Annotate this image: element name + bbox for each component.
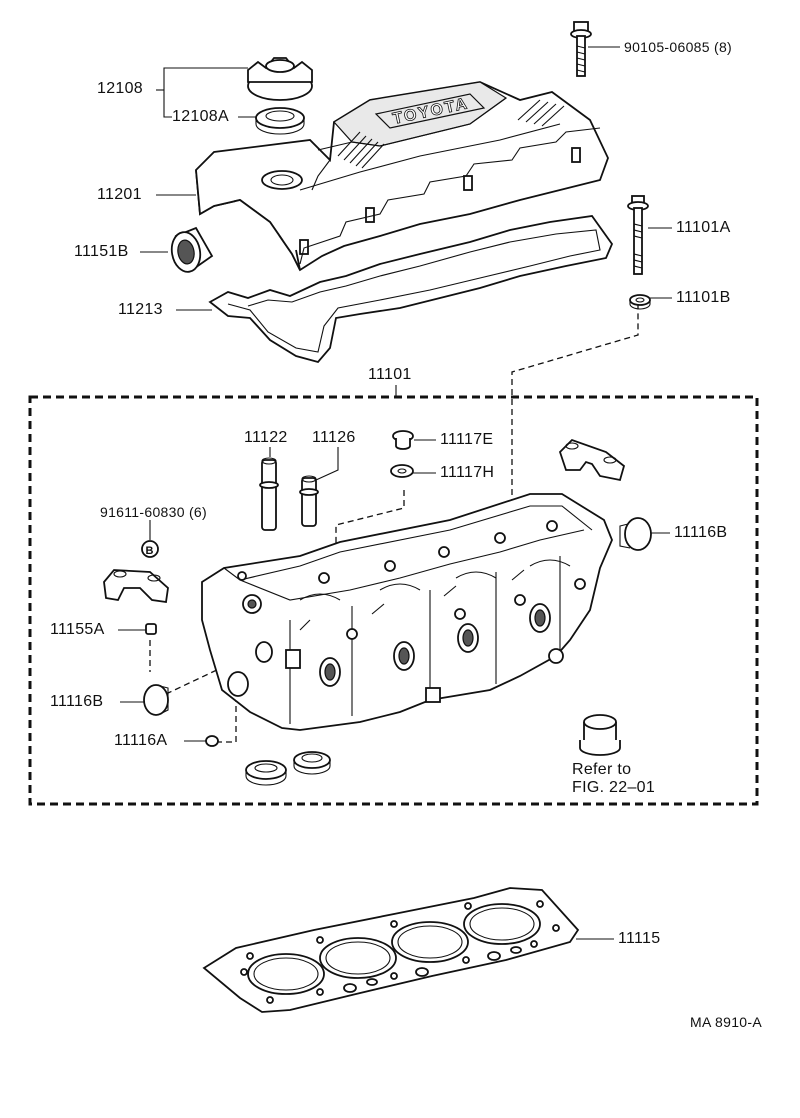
plug-11116B-right — [619, 517, 652, 551]
head-gasket — [202, 887, 580, 1013]
label-11101: 11101 — [368, 366, 412, 383]
cylinder-head — [201, 493, 613, 731]
stud-bolt-11101A — [627, 195, 649, 275]
plug-11116A — [205, 735, 219, 747]
label-11101B: 11101B — [676, 289, 731, 306]
bolt-90105 — [570, 21, 592, 77]
washer-11101B — [629, 294, 651, 310]
label-90105: 90105-06085 (8) — [624, 39, 733, 55]
bolt-marker-91611: B — [141, 540, 159, 558]
valve-cover: TOYOTA — [195, 81, 609, 272]
valve-guide-11122 — [259, 457, 279, 531]
label-11117E: 11117E — [440, 431, 494, 448]
gasket-11117H — [390, 464, 414, 478]
label-11116B-left: 11116B — [50, 693, 104, 710]
refer-part-cup — [579, 714, 621, 756]
cap-gasket — [255, 107, 305, 135]
label-11201: 11201 — [97, 186, 142, 203]
label-11155A: 11155A — [50, 621, 105, 638]
bearing-cap-left — [103, 569, 169, 604]
label-11101A: 11101A — [676, 219, 731, 236]
assembly-boundary — [28, 395, 759, 806]
plug-11117E — [392, 430, 414, 450]
refer-note-line2: FIG. 22–01 — [572, 779, 656, 796]
oil-seal — [170, 226, 214, 273]
diagram-ref-code: MA 8910-A — [690, 1014, 762, 1030]
label-91611: 91611-60830 (6) — [100, 504, 207, 520]
seat-ring-2 — [293, 751, 331, 775]
label-11117H: 11117H — [440, 464, 495, 481]
valve-guide-11126 — [299, 475, 319, 527]
label-11213: 11213 — [118, 301, 163, 318]
bearing-cap-right — [558, 438, 626, 482]
label-11126: 11126 — [312, 429, 356, 446]
label-12108A: 12108A — [172, 108, 229, 125]
seat-ring-1 — [245, 760, 287, 786]
label-12108: 12108 — [97, 80, 143, 97]
label-11116A: 11116A — [114, 732, 168, 749]
label-11151B: 11151B — [74, 243, 129, 260]
refer-note-line1: Refer to — [572, 761, 632, 778]
cover-gasket — [208, 215, 614, 364]
pin-11155A — [145, 623, 157, 635]
plug-11116B-left — [143, 684, 169, 716]
label-11122: 11122 — [244, 429, 288, 446]
oil-filler-cap — [247, 57, 313, 101]
label-11115: 11115 — [618, 930, 661, 947]
label-11116B-right: 11116B — [674, 524, 728, 541]
bolt-marker-text: B — [146, 545, 154, 557]
